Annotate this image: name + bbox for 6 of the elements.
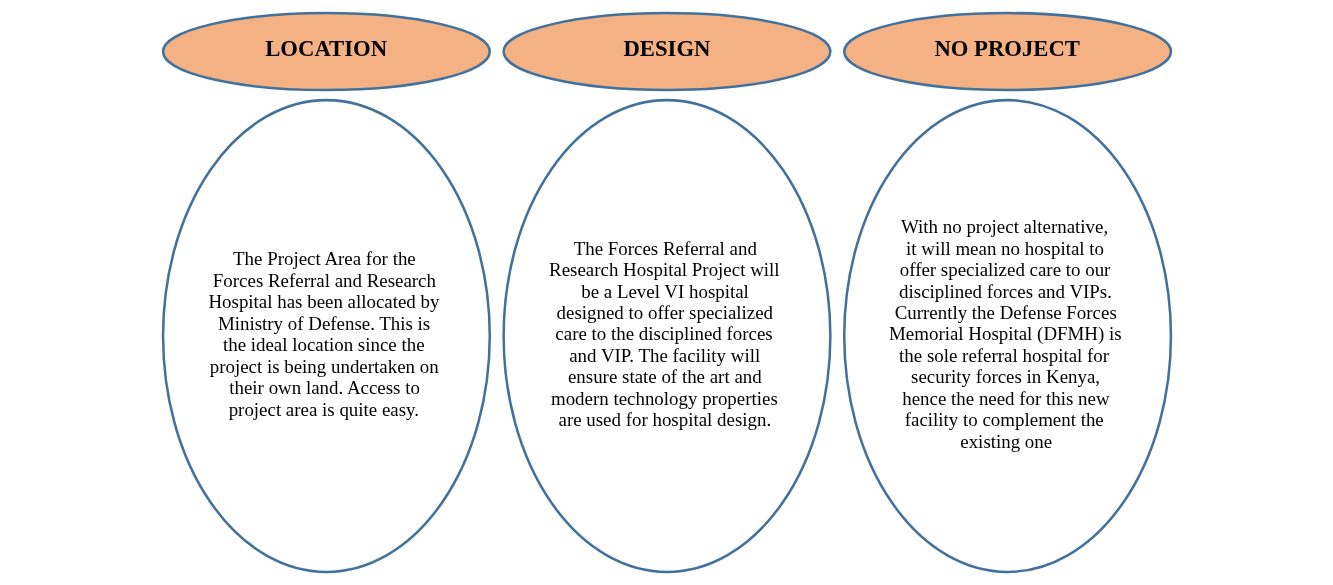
node-ellipse: NO PROJECT (842, 11, 1172, 92)
node-ellipse: LOCATION (161, 11, 491, 92)
node-ellipse: The Forces Referral and Research Hospital Project will be a Level VI hospital designed to offer specialized care to the disciplined forces and VIP. The facility will ensure state of the art and modern technology properties are used for hospital design. (501, 98, 832, 574)
node-ellipse: DESIGN (501, 11, 832, 92)
node-ellipse: With no project alternative, it will mean no hospital to offer specialized care to our disciplined forces and VIPs. Currently the Defense Forces Memorial Hospital (DFMH) is the sole referral hospital for security forces in Kenya, hence the need for this new facility to complement the existing one (842, 98, 1172, 574)
node-ellipse: The Project Area for the Forces Referral and Research Hospital has been allocated by Ministry of Defense. This is the ideal location since the project is being undertaken on their own land. Access to project area is quite easy. (161, 98, 491, 574)
